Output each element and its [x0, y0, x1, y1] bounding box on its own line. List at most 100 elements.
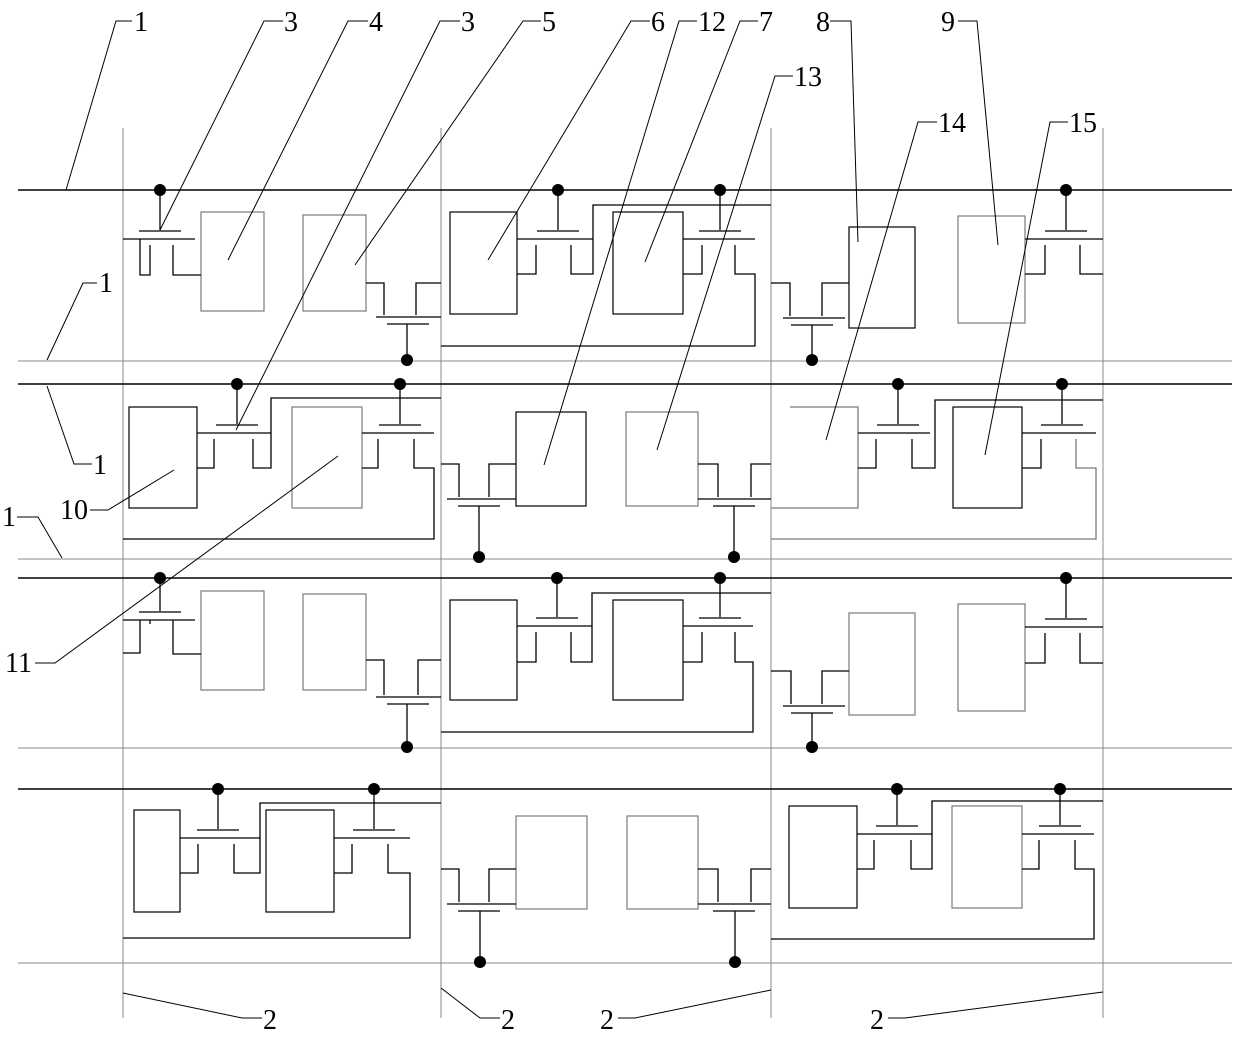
pixel-electrode — [266, 810, 334, 912]
pixel-electrode — [134, 810, 180, 912]
tft-drain — [771, 439, 1096, 539]
tft-source — [362, 439, 378, 468]
leader-line-7 — [645, 21, 758, 262]
label-5: 5 — [542, 7, 556, 38]
tft-source — [197, 439, 214, 468]
pixel-electrode — [953, 407, 1022, 508]
leader-line-1-left — [47, 386, 92, 464]
tft-source — [1022, 439, 1041, 468]
label-1-top: 1 — [134, 7, 148, 38]
tft-drain — [123, 439, 434, 539]
via-dot — [806, 741, 818, 753]
via-dot — [1054, 783, 1066, 795]
tft-source — [140, 239, 150, 275]
tft-drain — [366, 660, 384, 695]
pixel-electrode — [201, 212, 264, 311]
label-2d: 2 — [870, 1005, 884, 1036]
label-3a: 3 — [284, 7, 298, 38]
leader-line-2d — [888, 992, 1103, 1018]
pixel-electrode — [789, 806, 857, 908]
pixel-electrode — [626, 412, 698, 506]
tft-source — [334, 844, 352, 873]
via-dot — [551, 572, 563, 584]
pixel-electrode — [516, 816, 587, 909]
via-dot — [154, 572, 166, 584]
tft-drain — [173, 620, 201, 654]
pixel-electrode — [849, 613, 915, 715]
pixel-electrode — [613, 212, 683, 314]
label-2c: 2 — [600, 1005, 614, 1036]
tft-source — [123, 620, 140, 653]
label-7: 7 — [759, 7, 773, 38]
tft-drain — [441, 464, 459, 497]
leader-line-13 — [657, 76, 793, 450]
via-dot — [212, 783, 224, 795]
via-dot — [1060, 572, 1072, 584]
tft-source — [489, 464, 516, 497]
tft-source — [683, 632, 702, 662]
pixel-electrode — [849, 227, 915, 328]
tft-source — [517, 245, 536, 274]
via-dot — [892, 378, 904, 390]
via-dot — [806, 354, 818, 366]
leader-line-1-top — [66, 21, 132, 190]
via-dot — [368, 783, 380, 795]
label-9: 9 — [941, 7, 955, 38]
via-dot — [714, 572, 726, 584]
label-14: 14 — [938, 108, 966, 139]
pixel-electrode — [958, 216, 1025, 323]
leader-line-4 — [228, 21, 368, 260]
tft-source — [418, 660, 441, 695]
via-dot — [394, 378, 406, 390]
label-1-lower: 1 — [2, 502, 16, 533]
label-2a: 2 — [263, 1005, 277, 1036]
tft-drain — [912, 400, 1103, 468]
leader-line-5 — [355, 21, 541, 265]
via-dot — [154, 184, 166, 196]
tft-drain — [911, 801, 1103, 869]
via-dot — [1060, 184, 1072, 196]
via-dot — [401, 741, 413, 753]
tft-source — [1025, 245, 1045, 274]
pixel-electrode — [201, 591, 264, 690]
tft-source — [180, 844, 198, 873]
pixel-electrode — [627, 816, 698, 909]
pixel-electrode — [450, 600, 517, 700]
via-dot — [473, 551, 485, 563]
tft-drain — [771, 671, 791, 704]
pixel-electrode — [303, 594, 366, 690]
label-1-left: 1 — [93, 450, 107, 481]
tft-source — [416, 283, 441, 315]
via-dot — [474, 956, 486, 968]
pixel-electrode — [450, 212, 517, 314]
pixel-electrode — [516, 412, 586, 506]
via-dot — [714, 184, 726, 196]
tft-source — [822, 283, 849, 316]
label-15: 15 — [1069, 108, 1097, 139]
tft-drain — [771, 283, 790, 316]
tft-drain — [441, 632, 753, 732]
tft-source — [751, 464, 771, 497]
tft-drain — [441, 245, 755, 346]
tft-source — [822, 671, 849, 704]
label-2b: 2 — [501, 1005, 515, 1036]
via-dot — [1056, 378, 1068, 390]
via-dot — [401, 354, 413, 366]
tft-source — [1022, 840, 1039, 869]
label-11: 11 — [5, 648, 32, 679]
pixel-electrodes — [129, 212, 1025, 912]
tft-drain — [173, 245, 201, 275]
leader-line-6 — [488, 21, 650, 260]
pixel-electrode — [958, 604, 1025, 711]
label-13: 13 — [794, 62, 822, 93]
tft-drain — [571, 593, 771, 662]
tft-source — [857, 840, 874, 869]
pixel-electrode — [952, 806, 1022, 908]
label-4: 4 — [369, 7, 383, 38]
tft-source — [751, 869, 771, 902]
pixel-electrode-partial — [771, 407, 858, 508]
leader-line-1-mid — [47, 283, 97, 360]
tft-source — [489, 869, 516, 902]
leader-line-14 — [826, 122, 937, 440]
